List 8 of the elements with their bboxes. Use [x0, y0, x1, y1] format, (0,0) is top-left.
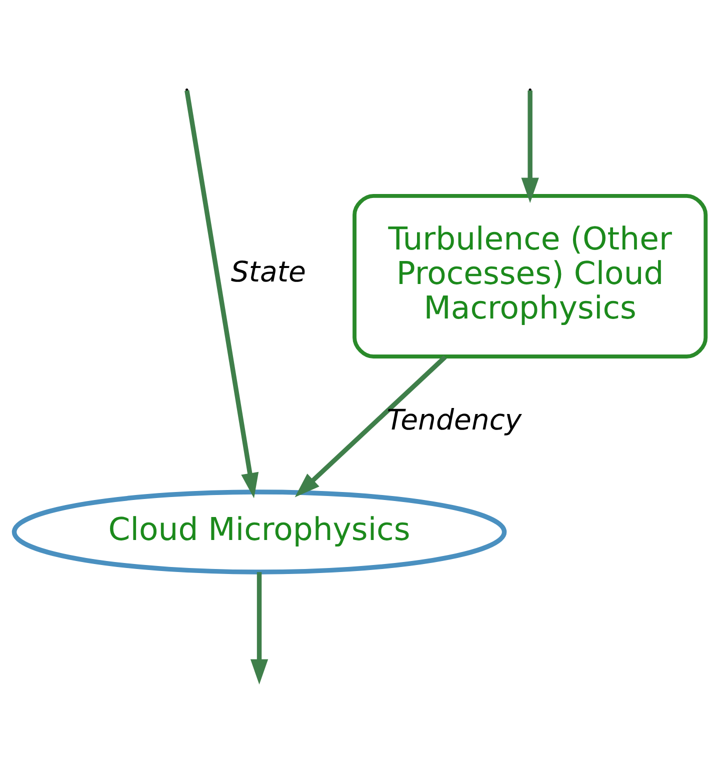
node-box: Turbulence (Other Processes) Cloud Macrophysics: [352, 194, 708, 358]
edge-label: Tendency: [386, 404, 522, 437]
arrow: [184, 90, 259, 498]
arrow: [294, 355, 447, 498]
edge-label: State: [230, 256, 306, 289]
arrow: [250, 572, 268, 685]
node-ellipse: Cloud Microphysics: [12, 490, 507, 574]
arrow: [521, 90, 539, 203]
